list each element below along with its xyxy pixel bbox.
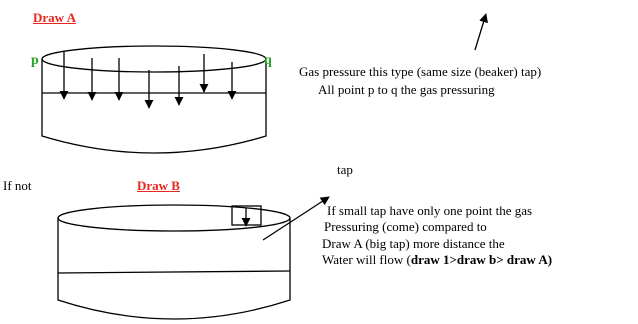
tap-pointer-arrow [262,196,330,241]
note-b-line-3: Draw A (big tap) more distance the [322,236,505,251]
up-arrow [474,13,488,51]
if-not-label: If not [3,178,32,193]
draw-b-title: Draw B [137,178,180,193]
note-b-line-4-plain: Water will flow ( [322,252,411,267]
note-b-line-4: Water will flow (draw 1>draw b> draw A) [322,252,552,267]
note-b-line-4-bold: draw 1>draw b> draw A) [410,252,553,267]
label-p: p [31,53,39,68]
tap-label: tap [337,162,353,177]
draw-a-title: Draw A [33,10,76,25]
note-line-1: Gas pressure this type (same size (beake… [299,64,542,79]
note-line-2: All point p to q the gas pressuring [318,82,495,97]
note-b-line-2: Pressuring (come) compared to [324,219,487,234]
pressure-arrows-a [59,52,237,109]
note-b-line-1: If small tap have only one point the gas [327,203,533,218]
beaker-b [57,204,291,320]
label-q: q [264,53,272,68]
